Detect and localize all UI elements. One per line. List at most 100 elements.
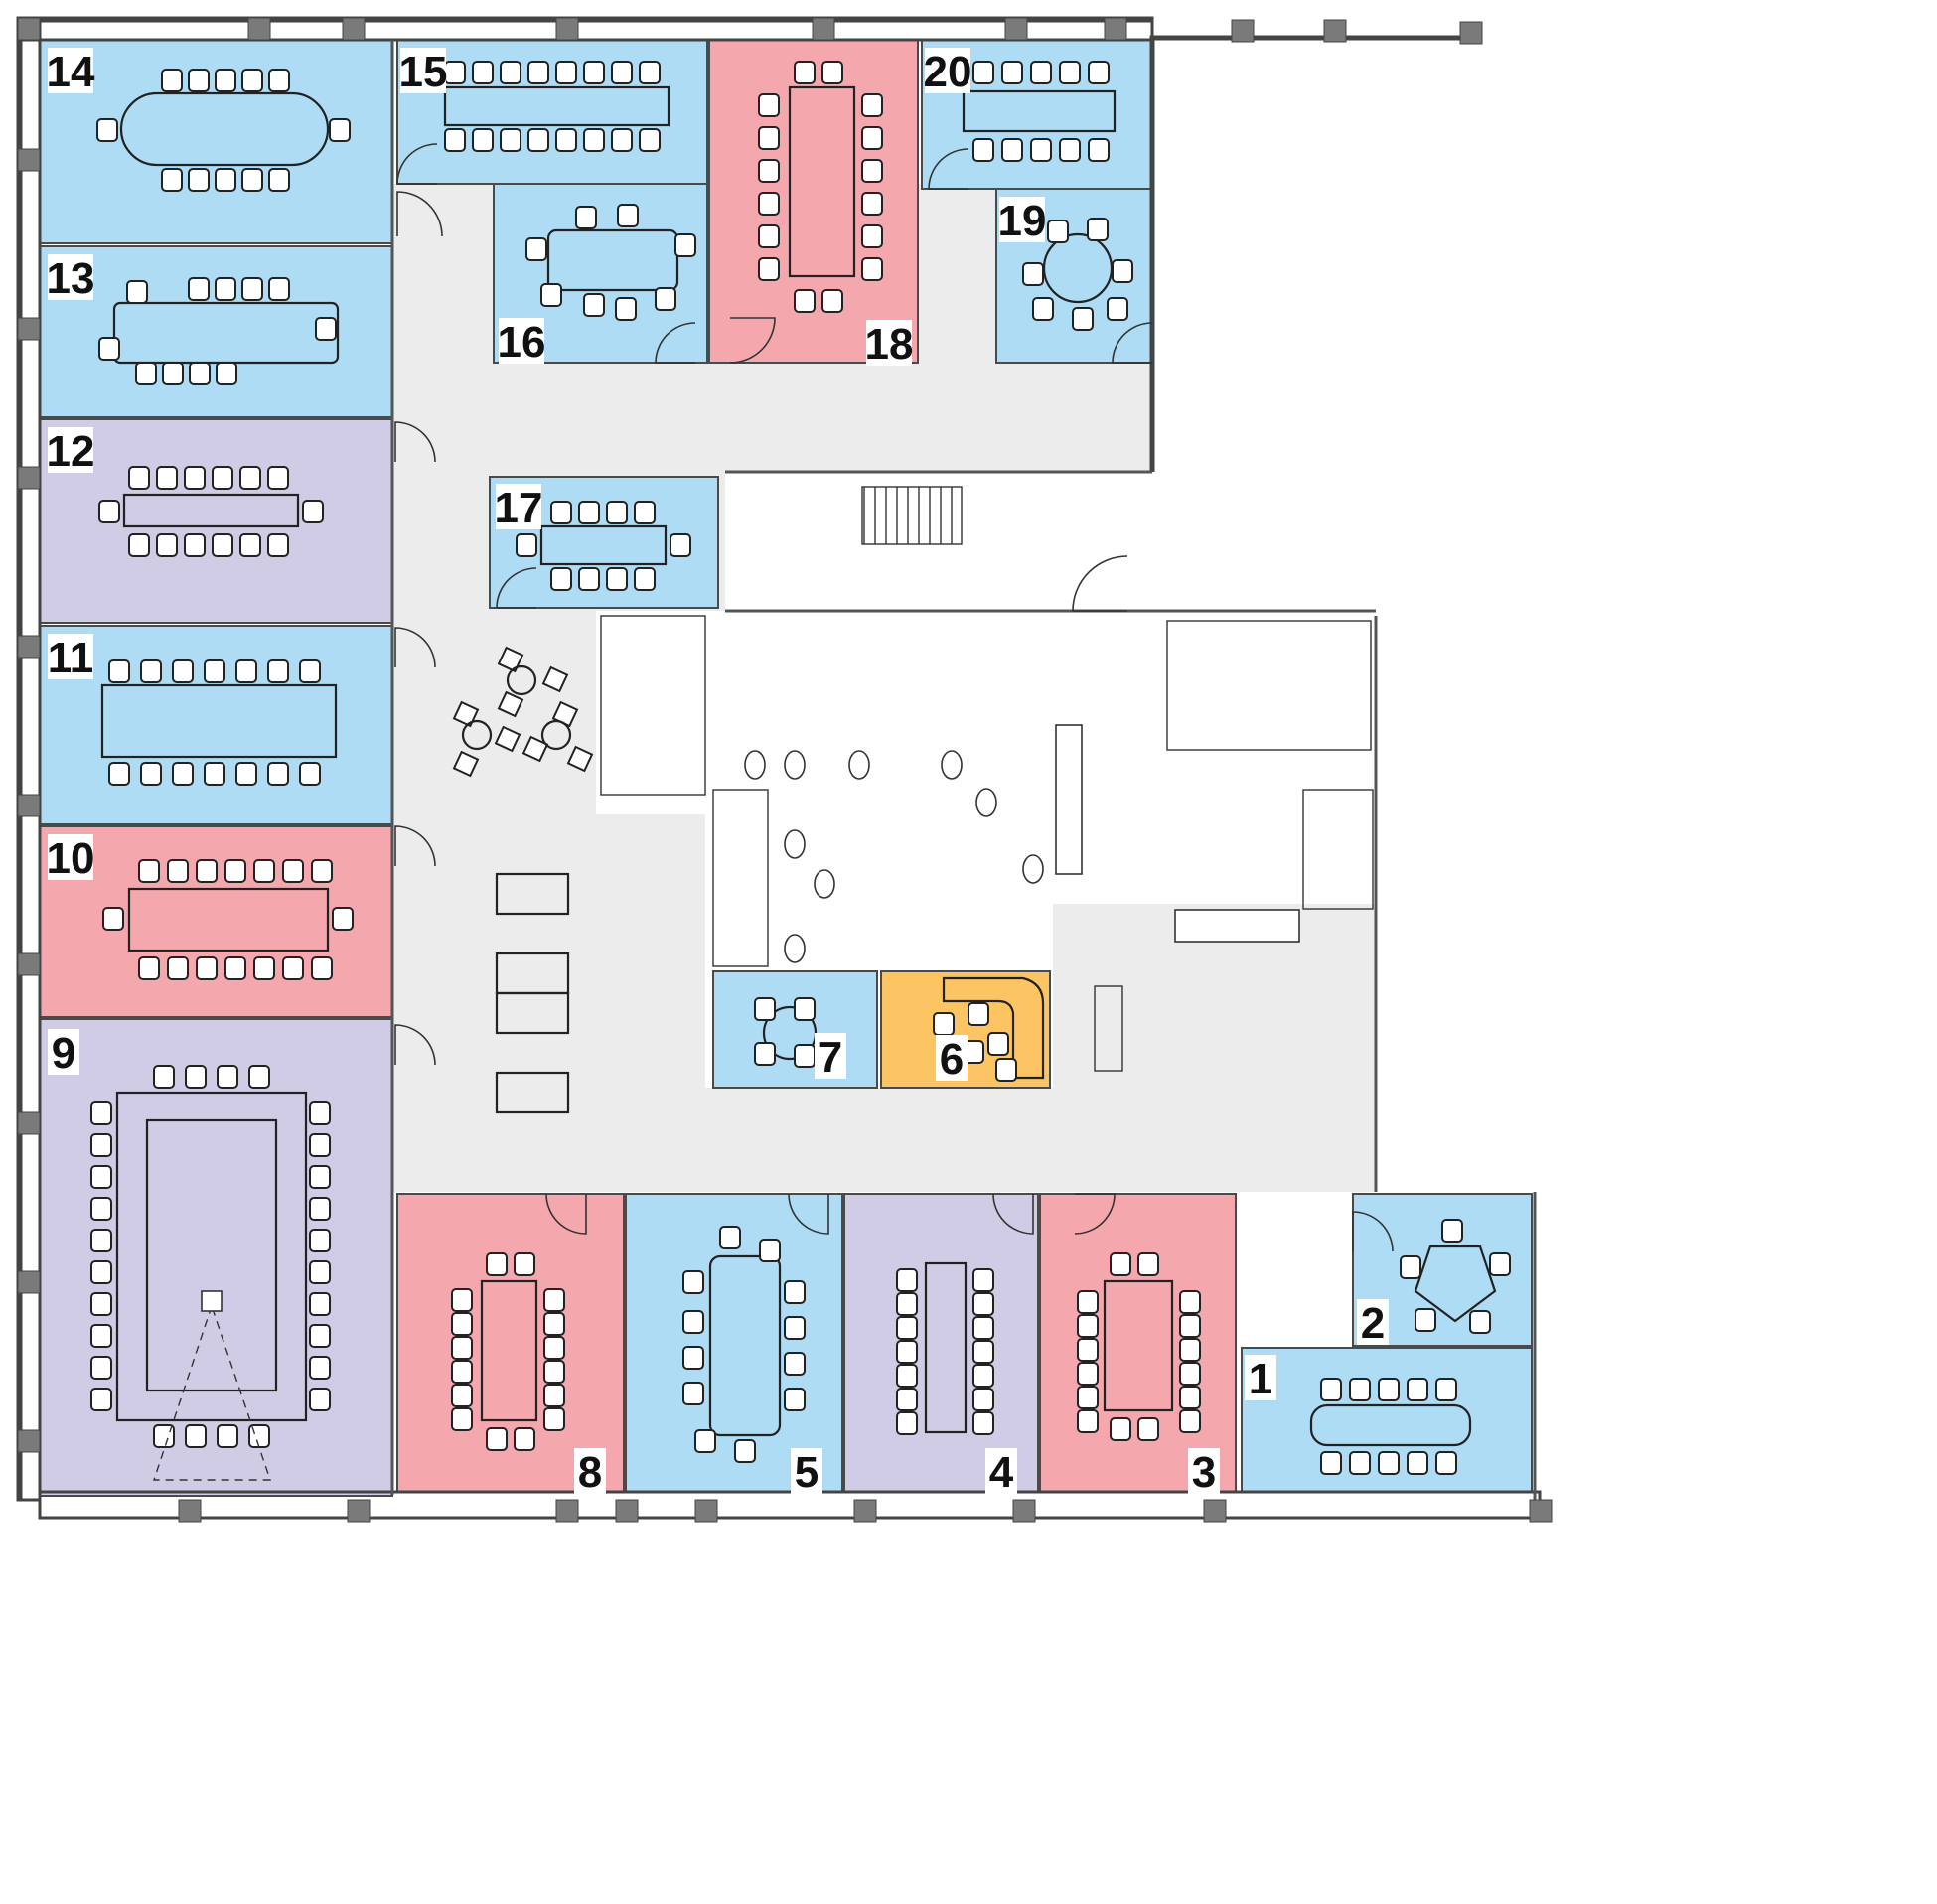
chair-room-10 — [167, 859, 189, 883]
table-room-20 — [962, 89, 1117, 133]
chair-room-1 — [1349, 1378, 1371, 1401]
bench-group — [495, 1071, 570, 1114]
chair-room-4 — [972, 1268, 994, 1292]
chair-room-20 — [1088, 138, 1110, 162]
table-room-9-inner — [145, 1118, 278, 1392]
room-label-3: 3 — [1192, 1448, 1216, 1497]
utility-room — [1302, 789, 1374, 910]
chair-room-15 — [500, 61, 522, 84]
chair-room-5 — [784, 1316, 806, 1340]
room-label-bg-18 — [866, 320, 912, 366]
chair-room-14 — [161, 69, 183, 92]
table-room-12 — [122, 493, 300, 528]
column-17 — [17, 1270, 41, 1294]
chair-room-11 — [235, 659, 257, 683]
room-label-15: 15 — [399, 48, 448, 96]
chair-room-5 — [682, 1270, 704, 1294]
chair-room-15 — [472, 128, 494, 152]
chair-room-8 — [451, 1288, 473, 1312]
chair-room-11 — [299, 762, 321, 786]
chair-room-1 — [1407, 1451, 1428, 1475]
chair-room-9 — [90, 1260, 112, 1284]
room-label-bg-1 — [1245, 1355, 1276, 1400]
chair-room-18 — [861, 192, 883, 216]
door-swing-8 — [928, 148, 969, 190]
chair-room-2 — [1400, 1255, 1421, 1279]
lounge-seat — [452, 750, 480, 778]
chair-room-12 — [239, 466, 261, 490]
chair-room-3 — [1077, 1386, 1099, 1409]
chair-room-11 — [140, 659, 162, 683]
chair-room-15 — [555, 61, 577, 84]
chair-room-10 — [282, 859, 304, 883]
column-24 — [853, 1499, 877, 1523]
projector — [201, 1290, 223, 1312]
chair-room-3 — [1179, 1290, 1201, 1314]
column-10 — [17, 148, 41, 172]
chair-room-13 — [98, 337, 120, 361]
chair-room-8 — [486, 1427, 508, 1451]
chair-room-10 — [253, 859, 275, 883]
chair-room-20 — [1030, 138, 1052, 162]
chair-room-11 — [108, 762, 130, 786]
chair-room-9 — [309, 1356, 331, 1380]
column-26 — [1203, 1499, 1227, 1523]
lounge-table — [461, 719, 493, 751]
chair-room-7 — [794, 997, 816, 1021]
chair-room-10 — [253, 956, 275, 980]
hallway-area-0 — [392, 184, 1376, 1192]
chair-room-4 — [972, 1388, 994, 1411]
chair-room-17 — [634, 567, 656, 591]
room-label-bg-13 — [48, 254, 93, 300]
chair-room-4 — [896, 1411, 918, 1435]
chair-room-15 — [444, 61, 466, 84]
chair-room-15 — [444, 128, 466, 152]
chair-room-3 — [1179, 1362, 1201, 1386]
chair-room-8 — [514, 1427, 535, 1451]
chair-room-2 — [1441, 1219, 1463, 1243]
chair-room-15 — [527, 61, 549, 84]
room-label-13: 13 — [47, 254, 95, 303]
chair-room-20 — [1088, 61, 1110, 84]
room-label-5: 5 — [795, 1448, 819, 1497]
lounge-seat — [541, 665, 569, 693]
chair-room-7 — [794, 1044, 816, 1068]
chair-room-19 — [1022, 262, 1044, 286]
chair-room-2 — [1489, 1252, 1511, 1276]
chair-room-13 — [268, 277, 290, 301]
door-swing-7 — [729, 317, 776, 364]
table-room-16 — [546, 228, 679, 292]
chair-room-4 — [972, 1364, 994, 1388]
room-label-bg-17 — [496, 484, 541, 529]
chair-room-5 — [784, 1352, 806, 1376]
toilet — [814, 869, 835, 899]
chair-room-3 — [1179, 1338, 1201, 1362]
chair-room-5 — [719, 1226, 741, 1249]
rooms-layer — [39, 39, 1533, 1497]
room-3 — [1039, 1193, 1237, 1493]
chair-room-5 — [682, 1310, 704, 1334]
chair-room-16 — [655, 287, 676, 311]
table-room-18 — [788, 85, 856, 278]
toilet — [848, 750, 870, 780]
washbasin-counter — [1055, 724, 1083, 875]
chair-room-14 — [188, 168, 210, 192]
room-label-10: 10 — [47, 834, 95, 883]
room-11 — [39, 625, 393, 825]
chair-room-13 — [216, 362, 237, 385]
chair-room-11 — [172, 659, 194, 683]
lounge-table — [506, 664, 537, 696]
chair-room-4 — [972, 1316, 994, 1340]
chair-room-8 — [451, 1384, 473, 1407]
door-swing-11 — [545, 1193, 587, 1235]
chair-room-20 — [1059, 138, 1081, 162]
chair-room-19 — [1107, 297, 1128, 321]
chair-room-14 — [96, 118, 118, 142]
chair-room-13 — [315, 317, 337, 341]
door-swing-16 — [1072, 555, 1128, 612]
chair-room-10 — [332, 907, 354, 931]
chair-room-6 — [968, 1002, 989, 1026]
chair-room-1 — [1378, 1451, 1400, 1475]
